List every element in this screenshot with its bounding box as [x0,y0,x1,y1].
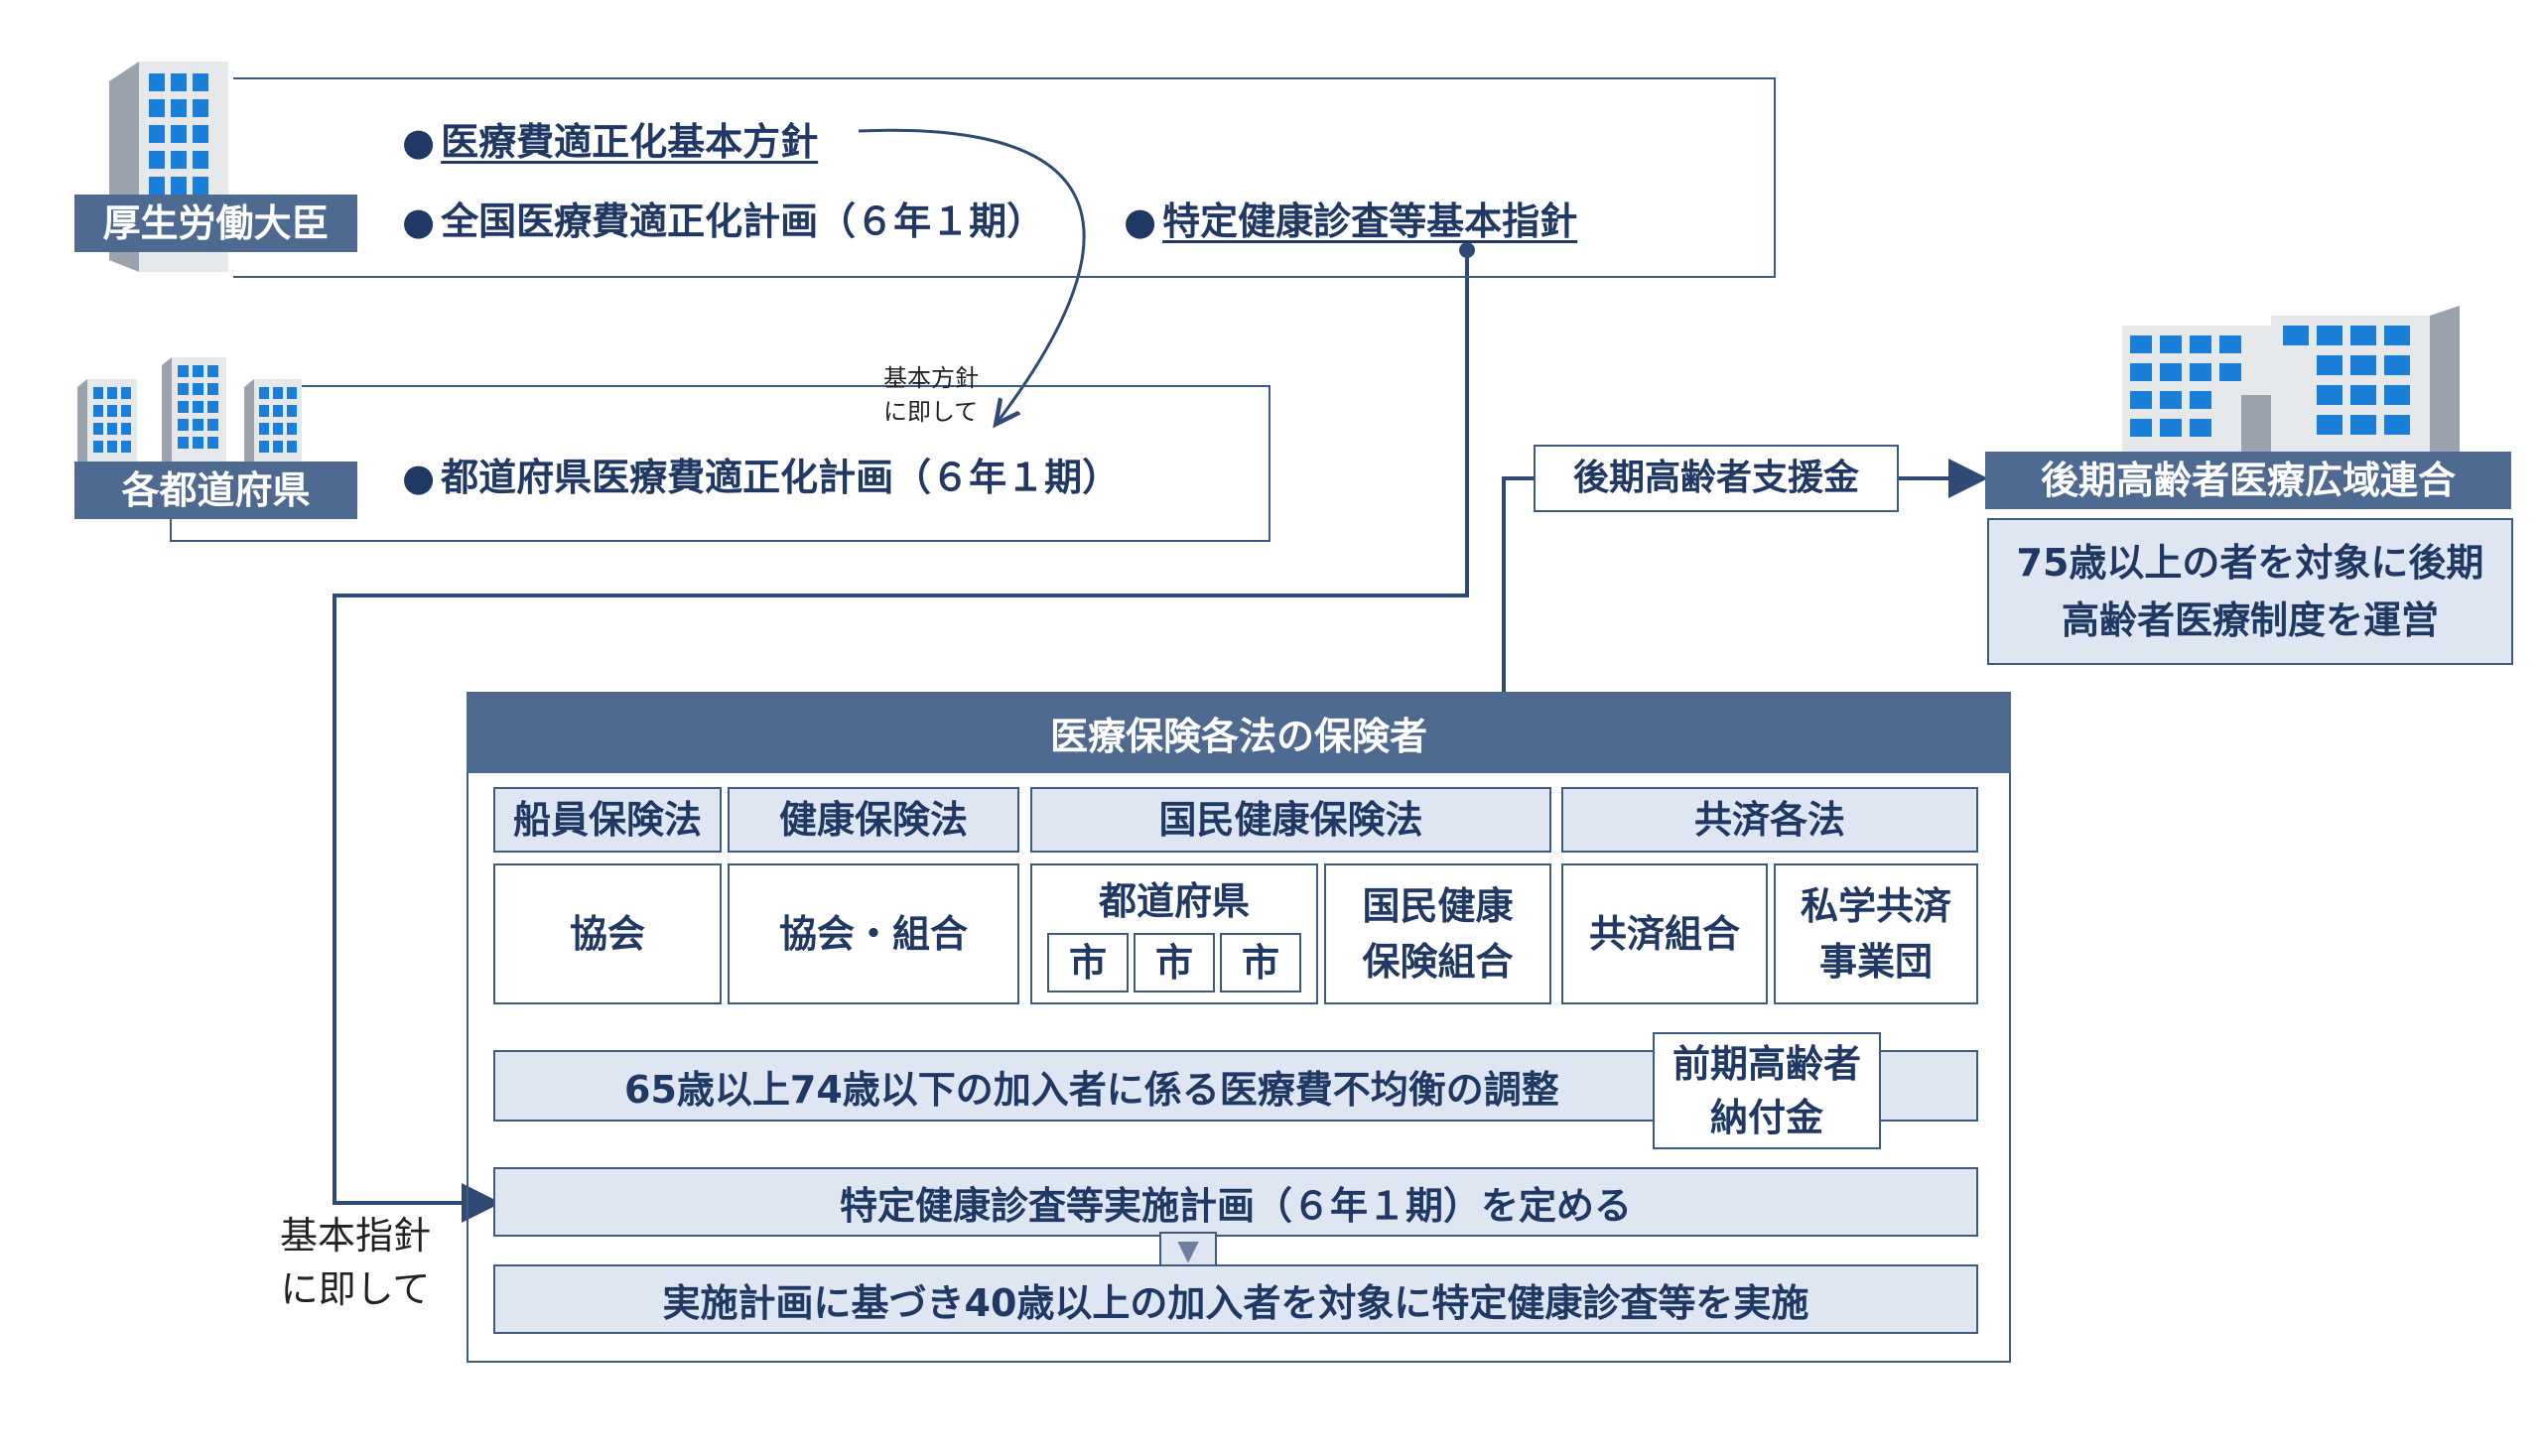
guideline-note-line-1: 基本指針 [280,1214,432,1257]
support-fund-label: 後期高齢者支援金 [1534,445,1899,512]
ministry-frame [233,77,1776,278]
hospital-building-icon [2122,306,2465,453]
zenki-line-1: 前期高齢者 [1672,1042,1861,1086]
insurers-header: 医療保険各法の保険者 [467,692,2011,773]
note-line-2: に即して [883,398,979,426]
insurer-mutual-aid: 共済組合 [1561,863,1768,1004]
guideline-item: ●特定健康診査等基本指針 [1124,191,1577,245]
city-cell-2: 市 [1134,933,1215,993]
early-elderly-payment: 前期高齢者 納付金 [1653,1032,1881,1149]
prefecture-frame [298,385,1270,542]
shigaku-line-1: 私学共済 [1800,884,1951,928]
national-plan-item: ●全国医療費適正化計画（６年１期） [402,191,1044,245]
insurer-private-school: 私学共済 事業団 [1774,863,1978,1004]
national-plan-text: 全国医療費適正化計画（６年１期） [441,199,1045,243]
union-tag: 後期高齢者医療広域連合 [1985,452,2511,509]
union-description: 75歳以上の者を対象に後期 高齢者医療制度を運営 [1987,518,2513,665]
shigaku-line-2: 事業団 [1818,940,1933,984]
basic-policy-item: ●医療費適正化基本方針 [402,111,818,166]
insurer-national-health-union: 国民健康 保険組合 [1324,863,1551,1004]
adjustment-text: 65歳以上74歳以下の加入者に係る医療費不均衡の調整 [624,1067,1559,1112]
law-national-health: 国民健康保険法 [1030,787,1551,853]
support-line [1502,476,1534,692]
city-cell-3: 市 [1220,933,1301,993]
bullet-dot: ● [1124,199,1157,243]
prefecture-plan-text: 都道府県医療費適正化計画（６年１期） [441,456,1121,499]
guideline-note: 基本指針 に即して [280,1209,431,1316]
ministry-tag: 厚生労働大臣 [74,195,357,252]
basic-policy-text: 医療費適正化基本方針 [441,120,819,164]
law-seamen: 船員保険法 [493,787,722,853]
law-health: 健康保険法 [728,787,1019,853]
plan-bar: 特定健康診査等実施計画（６年１期）を定める [493,1167,1978,1237]
bullet-dot: ● [402,199,436,243]
prefecture-label: 都道府県 [1098,879,1250,923]
kokuho-line-2: 保険組合 [1362,940,1514,984]
city-cell-1: 市 [1047,933,1129,993]
basic-policy-note: 基本方針 に即して [883,361,979,429]
insurer-kyokai-kumiai: 協会・組合 [728,863,1019,1004]
bullet-dot: ● [402,120,436,164]
law-mutual-aid: 共済各法 [1561,787,1978,853]
kokuho-line-1: 国民健康 [1362,884,1514,928]
guideline-note-line-2: に即して [280,1267,431,1311]
implementation-bar: 実施計画に基づき40歳以上の加入者を対象に特定健康診査等を実施 [493,1264,1978,1334]
prefecture-plan-item: ●都道府県医療費適正化計画（６年１期） [402,447,1120,501]
note-line-1: 基本方針 [883,364,979,392]
prefecture-tag: 各都道府県 [74,462,357,519]
bullet-dot: ● [402,456,436,499]
guideline-text: 特定健康診査等基本指針 [1162,199,1578,243]
union-desc-line-2: 高齢者医療制度を運営 [2061,598,2439,642]
insurer-kyokai: 協会 [493,863,722,1004]
buildings-icon [77,357,306,468]
zenki-line-2: 納付金 [1709,1096,1823,1139]
union-desc-line-1: 75歳以上の者を対象に後期 [2016,541,2484,585]
